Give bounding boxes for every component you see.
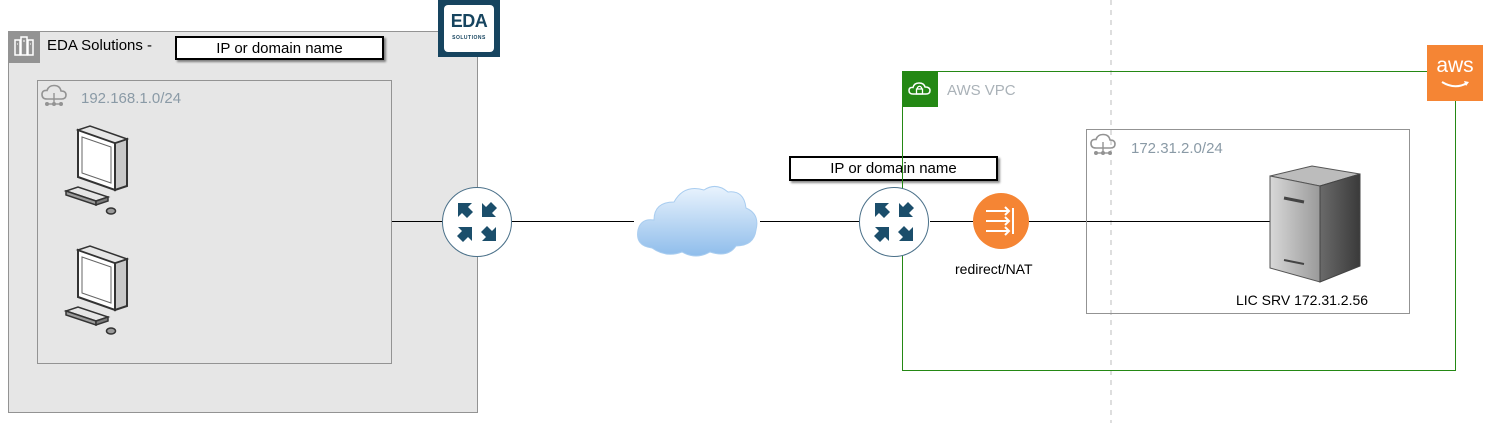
aws-subnet-group: [1086, 129, 1410, 314]
internet-cloud-icon: [637, 186, 758, 257]
subnet-cloud-icon: [39, 82, 69, 115]
nat-label: redirect/NAT: [955, 261, 1033, 277]
onprem-subnet-label: 192.168.1.0/24: [81, 90, 182, 107]
onprem-title: EDA Solutions -: [47, 37, 153, 54]
aws-subnet-cloud-icon: [1088, 131, 1118, 164]
workstation-icon-2: [63, 245, 130, 335]
eda-solutions-logo: EDA SOLUTIONS: [438, 0, 500, 57]
aws-ip-callout: IP or domain name: [789, 156, 998, 181]
license-server-icon: [1269, 165, 1361, 283]
link-aws-router-to-nat: [930, 221, 973, 222]
region-separator-line: [1110, 0, 1112, 423]
aws-logo: aws: [1427, 45, 1483, 101]
link-nat-to-server: [1029, 221, 1271, 222]
aws-subnet-label: 172.31.2.0/24: [1131, 140, 1223, 157]
link-subnet-to-router: [392, 221, 443, 222]
link-router-to-internet: [512, 221, 634, 222]
vpc-lock-icon: [902, 71, 938, 107]
vpc-label: AWS VPC: [947, 82, 1016, 99]
onprem-ip-callout: IP or domain name: [175, 36, 384, 60]
onprem-router-icon: [442, 187, 512, 257]
onprem-group: [8, 31, 478, 413]
server-label: LIC SRV 172.31.2.56: [1236, 292, 1369, 308]
corporate-datacenter-icon: [8, 31, 40, 63]
nat-gateway-icon: [973, 193, 1029, 249]
aws-router-icon: [859, 187, 929, 257]
onprem-subnet-group: [37, 80, 392, 364]
workstation-icon-1: [63, 125, 130, 215]
link-internet-to-aws-router: [760, 221, 860, 222]
